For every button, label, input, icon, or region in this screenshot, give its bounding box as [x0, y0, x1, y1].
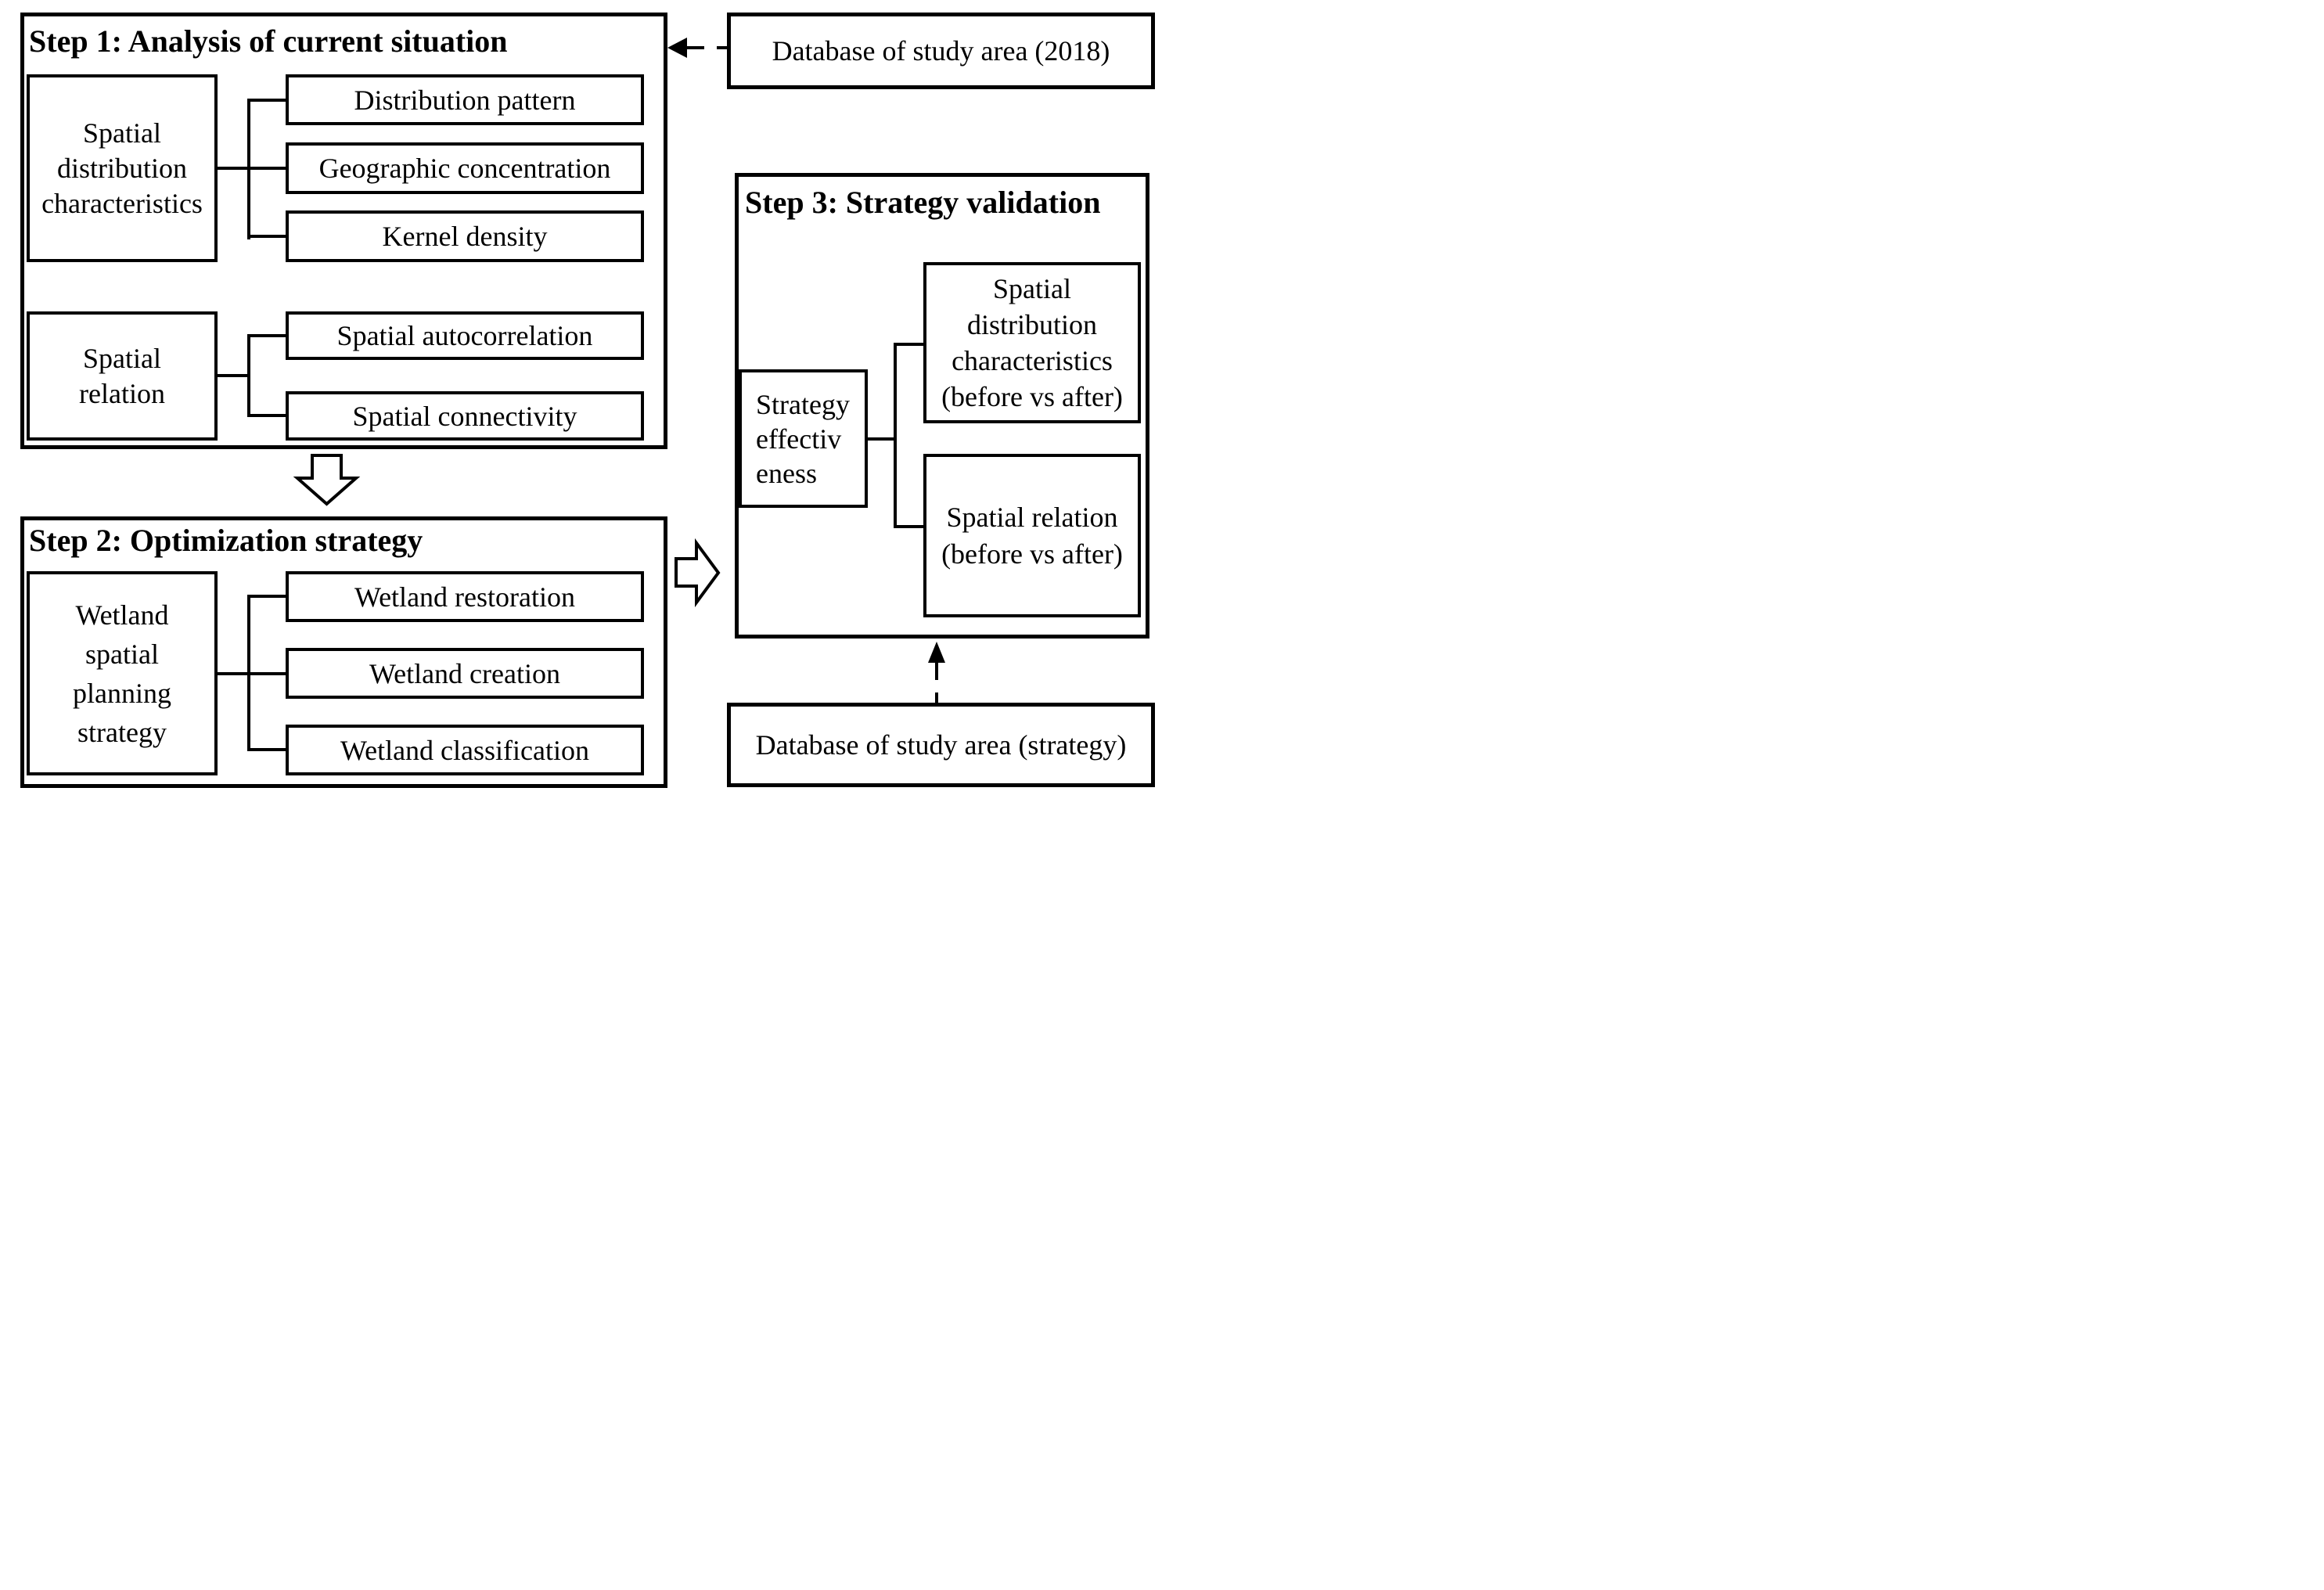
arrowhead-left-icon [667, 38, 687, 58]
database-strategy-box: Database of study area (strategy) [727, 703, 1155, 787]
label-line: effectiv [756, 423, 842, 455]
label-line: Wetland [75, 599, 169, 631]
wetland-classification-box: Wetland classification [286, 725, 644, 775]
distribution-pattern-box: Distribution pattern [286, 74, 644, 125]
arrow-step1-to-step2 [293, 454, 361, 506]
label-line: spatial [85, 638, 159, 670]
connector-line [894, 343, 923, 346]
label-line: Spatial [83, 117, 161, 149]
label-line: distribution [56, 152, 187, 184]
connector-line [247, 595, 286, 598]
label-line: eness [756, 457, 817, 489]
spatial-relation-box: Spatial relation [27, 311, 218, 441]
label: Geographic concentration [318, 153, 611, 184]
database-2018-box: Database of study area (2018) [727, 13, 1155, 89]
spatial-distribution-characteristics-box: Spatial distribution characteristics [27, 74, 218, 262]
label: Spatial connectivity [352, 400, 577, 432]
step1-title: Step 1: Analysis of current situation [29, 23, 508, 59]
wetland-spatial-planning-strategy-box: Wetland spatial planning strategy [27, 571, 218, 775]
label: Wetland creation [369, 657, 560, 689]
spatial-relation-before-after-box: Spatial relation (before vs after) [923, 454, 1141, 617]
label-line: Spatial [83, 342, 161, 374]
strategy-effectiveness-box: Strategy effectiv eness [739, 369, 868, 508]
connector-line [247, 748, 286, 751]
dashed-line [935, 663, 938, 703]
label: Distribution pattern [354, 84, 576, 116]
label-line: Spatial relation [946, 501, 1118, 533]
label: Spatial autocorrelation [336, 320, 593, 351]
connector-line [868, 437, 897, 441]
label-line: (before vs after) [941, 381, 1123, 412]
label-line: characteristics [41, 187, 203, 219]
kernel-density-box: Kernel density [286, 210, 644, 262]
spatial-connectivity-box: Spatial connectivity [286, 391, 644, 441]
arrow-step2-to-step3 [675, 538, 721, 608]
label: Database of study area (strategy) [755, 729, 1127, 761]
step3-title: Step 3: Strategy validation [745, 185, 1101, 220]
label-line: distribution [966, 309, 1097, 340]
spatial-distribution-before-after-box: Spatial distribution characteristics (be… [923, 262, 1141, 423]
label: Database of study area (2018) [772, 35, 1110, 67]
label-line: characteristics [952, 345, 1113, 376]
connector-line [247, 334, 250, 417]
dashed-line [687, 46, 727, 49]
spatial-autocorrelation-box: Spatial autocorrelation [286, 311, 644, 360]
connector-line [247, 334, 286, 337]
connector-line [894, 343, 897, 528]
connector-line [894, 525, 923, 528]
label-line: planning [73, 677, 171, 709]
arrowhead-up-icon [928, 642, 945, 663]
label: Wetland classification [340, 734, 589, 766]
label-line: Strategy [756, 388, 850, 420]
connector-line [218, 374, 249, 377]
down-arrow-icon [293, 454, 361, 506]
label-line: strategy [77, 716, 167, 748]
wetland-creation-box: Wetland creation [286, 648, 644, 699]
flow-diagram: Step 1: Analysis of current situation Sp… [0, 0, 1162, 795]
label-line: relation [79, 377, 165, 409]
connector-line [247, 595, 250, 751]
geographic-concentration-box: Geographic concentration [286, 142, 644, 194]
right-arrow-icon [675, 538, 721, 608]
connector-line [247, 99, 286, 102]
connector-line [218, 672, 286, 675]
connector-line [247, 414, 286, 417]
connector-line [247, 235, 286, 238]
connector-line [247, 167, 286, 170]
label: Wetland restoration [354, 581, 575, 613]
label-line: Spatial [993, 273, 1071, 304]
wetland-restoration-box: Wetland restoration [286, 571, 644, 622]
label-line: (before vs after) [941, 538, 1123, 570]
connector-line [218, 167, 249, 170]
step2-title: Step 2: Optimization strategy [29, 523, 423, 558]
label: Kernel density [382, 221, 548, 252]
